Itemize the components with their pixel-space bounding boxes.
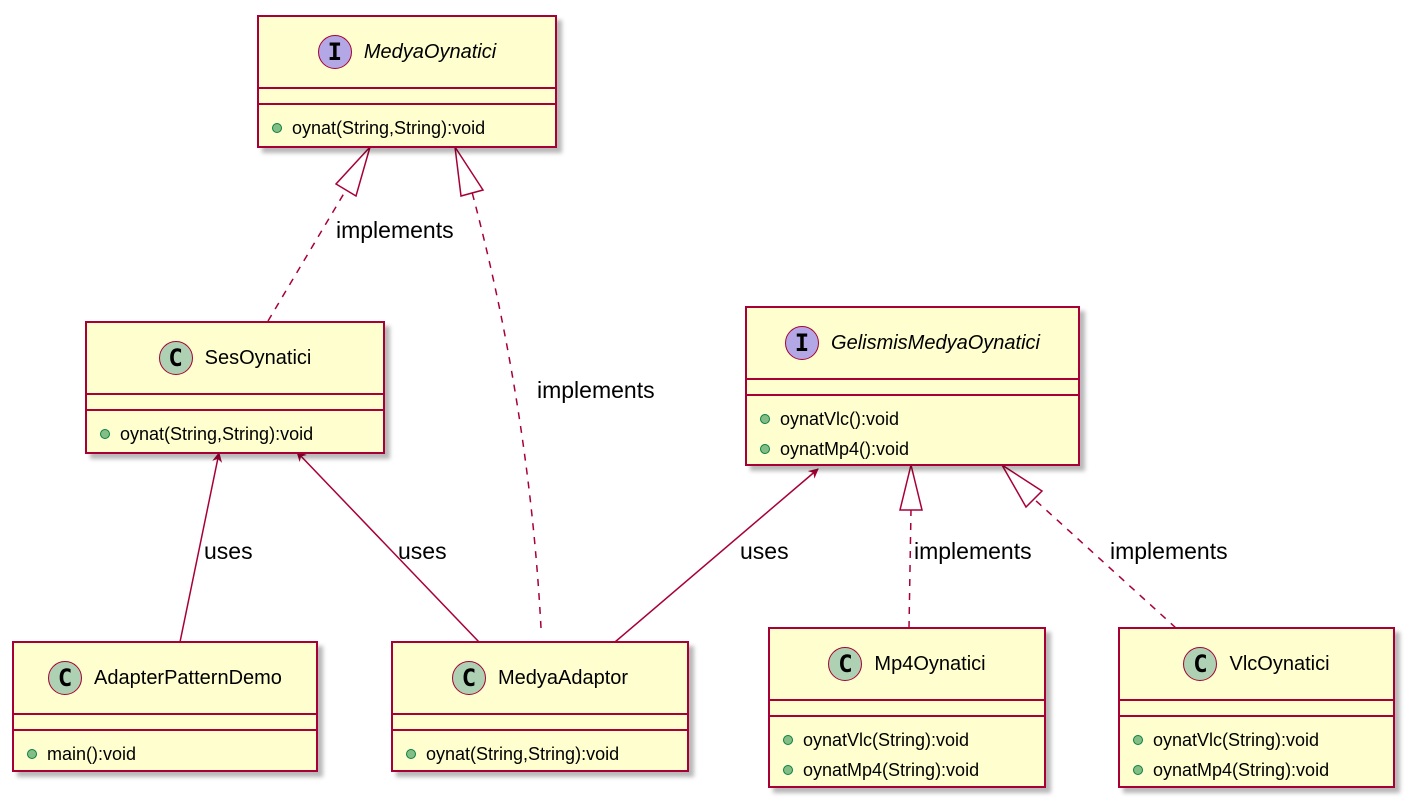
class-header: C AdapterPatternDemo xyxy=(14,643,316,715)
public-method-icon xyxy=(1133,735,1143,745)
public-method-icon xyxy=(783,765,793,775)
methods-compartment: oynatVlc(String):void oynatMp4(String):v… xyxy=(1120,717,1393,785)
relation-label: implements xyxy=(537,377,655,403)
public-method-icon xyxy=(406,749,416,759)
interface-badge-icon: I xyxy=(785,326,820,360)
realization-arrowhead xyxy=(899,464,923,511)
class-name: SesOynatici xyxy=(204,346,312,369)
class-box-gelismis-medya-oynatici[interactable]: I GelismisMedyaOynatici oynatVlc():void … xyxy=(745,306,1080,466)
class-box-medya-oynatici[interactable]: I MedyaOynatici oynat(String,String):voi… xyxy=(257,15,557,148)
class-header: I MedyaOynatici xyxy=(259,17,555,89)
method-signature: oynatVlc(String):void xyxy=(803,729,970,750)
class-name: MedyaOynatici xyxy=(363,40,497,63)
method-signature: oynatMp4(String):void xyxy=(1153,759,1330,780)
realization-arrowhead xyxy=(1001,464,1044,509)
demo-uses-ses-line xyxy=(179,452,223,643)
class-name: GelismisMedyaOynatici xyxy=(831,331,1040,354)
methods-compartment: oynat(String,String):void xyxy=(87,411,383,449)
methods-compartment: oynatVlc():void oynatMp4():void xyxy=(747,396,1078,464)
relation-label: uses xyxy=(204,538,253,564)
public-method-icon xyxy=(783,735,793,745)
method-signature: oynatMp4():void xyxy=(780,438,910,459)
relation-label: implements xyxy=(336,217,454,243)
method-row: oynat(String,String):void xyxy=(406,739,687,769)
relation-label: implements xyxy=(914,538,1032,564)
methods-compartment: oynat(String,String):void xyxy=(393,731,687,769)
fields-compartment xyxy=(770,701,1044,717)
method-signature: oynat(String,String):void xyxy=(292,117,486,138)
method-row: oynat(String,String):void xyxy=(272,113,555,143)
public-method-icon xyxy=(100,429,110,439)
method-row: oynatVlc(String):void xyxy=(1133,725,1393,755)
class-box-ses-oynatici[interactable]: C SesOynatici oynat(String,String):void xyxy=(85,321,385,454)
ses-implements-medya-line xyxy=(267,189,347,322)
class-box-adapter-pattern-demo[interactable]: C AdapterPatternDemo main():void xyxy=(12,641,318,772)
fields-compartment xyxy=(1120,701,1393,717)
realization-arrowhead xyxy=(334,146,371,198)
method-signature: main():void xyxy=(47,743,137,764)
fields-compartment xyxy=(259,89,555,105)
method-row: oynatMp4(String):void xyxy=(783,755,1044,785)
method-row: oynatVlc(String):void xyxy=(783,725,1044,755)
methods-compartment: oynat(String,String):void xyxy=(259,105,555,143)
class-name: Mp4Oynatici xyxy=(874,652,986,675)
methods-compartment: main():void xyxy=(14,731,316,769)
method-row: oynatVlc():void xyxy=(760,404,1078,434)
method-row: oynatMp4(String):void xyxy=(1133,755,1393,785)
relation-label: implements xyxy=(1110,538,1228,564)
method-row: main():void xyxy=(27,739,316,769)
fields-compartment xyxy=(393,715,687,731)
public-method-icon xyxy=(760,414,770,424)
fields-compartment xyxy=(87,395,383,411)
class-badge-icon: C xyxy=(48,661,83,695)
relation-label: uses xyxy=(740,538,789,564)
adaptor-implements-medya-line xyxy=(471,191,542,629)
class-badge-icon: C xyxy=(828,647,863,681)
vlc-implements-gelismis-line xyxy=(1033,498,1177,629)
mp4-implements-gelismis-line xyxy=(908,509,912,629)
interface-badge-icon: I xyxy=(317,35,352,69)
method-signature: oynat(String,String):void xyxy=(120,423,314,444)
public-method-icon xyxy=(272,123,282,133)
class-header: C Mp4Oynatici xyxy=(770,629,1044,701)
public-method-icon xyxy=(1133,765,1143,775)
class-header: C MedyaAdaptor xyxy=(393,643,687,715)
public-method-icon xyxy=(760,444,770,454)
relation-label: uses xyxy=(398,538,447,564)
method-signature: oynat(String,String):void xyxy=(426,743,620,764)
class-badge-icon: C xyxy=(1183,647,1218,681)
adaptor-uses-gelismis-line xyxy=(614,468,819,643)
method-signature: oynatVlc():void xyxy=(780,408,900,429)
class-name: MedyaAdaptor xyxy=(497,666,629,689)
class-header: C VlcOynatici xyxy=(1120,629,1393,701)
method-row: oynatMp4():void xyxy=(760,434,1078,464)
class-badge-icon: C xyxy=(451,661,486,695)
class-header: I GelismisMedyaOynatici xyxy=(747,308,1078,380)
class-header: C SesOynatici xyxy=(87,323,383,395)
realization-arrowhead xyxy=(454,146,485,197)
fields-compartment xyxy=(747,380,1078,396)
public-method-icon xyxy=(27,749,37,759)
class-name: AdapterPatternDemo xyxy=(94,666,282,689)
class-name: VlcOynatici xyxy=(1229,652,1330,675)
class-box-medya-adaptor[interactable]: C MedyaAdaptor oynat(String,String):void xyxy=(391,641,689,772)
method-signature: oynatMp4(String):void xyxy=(803,759,980,780)
method-signature: oynatVlc(String):void xyxy=(1153,729,1320,750)
class-box-vlc-oynatici[interactable]: C VlcOynatici oynatVlc(String):void oyna… xyxy=(1118,627,1395,788)
class-box-mp4-oynatici[interactable]: C Mp4Oynatici oynatVlc(String):void oyna… xyxy=(768,627,1046,788)
class-badge-icon: C xyxy=(158,341,193,375)
fields-compartment xyxy=(14,715,316,731)
methods-compartment: oynatVlc(String):void oynatMp4(String):v… xyxy=(770,717,1044,785)
method-row: oynat(String,String):void xyxy=(100,419,383,449)
adaptor-uses-ses-line xyxy=(296,451,480,643)
